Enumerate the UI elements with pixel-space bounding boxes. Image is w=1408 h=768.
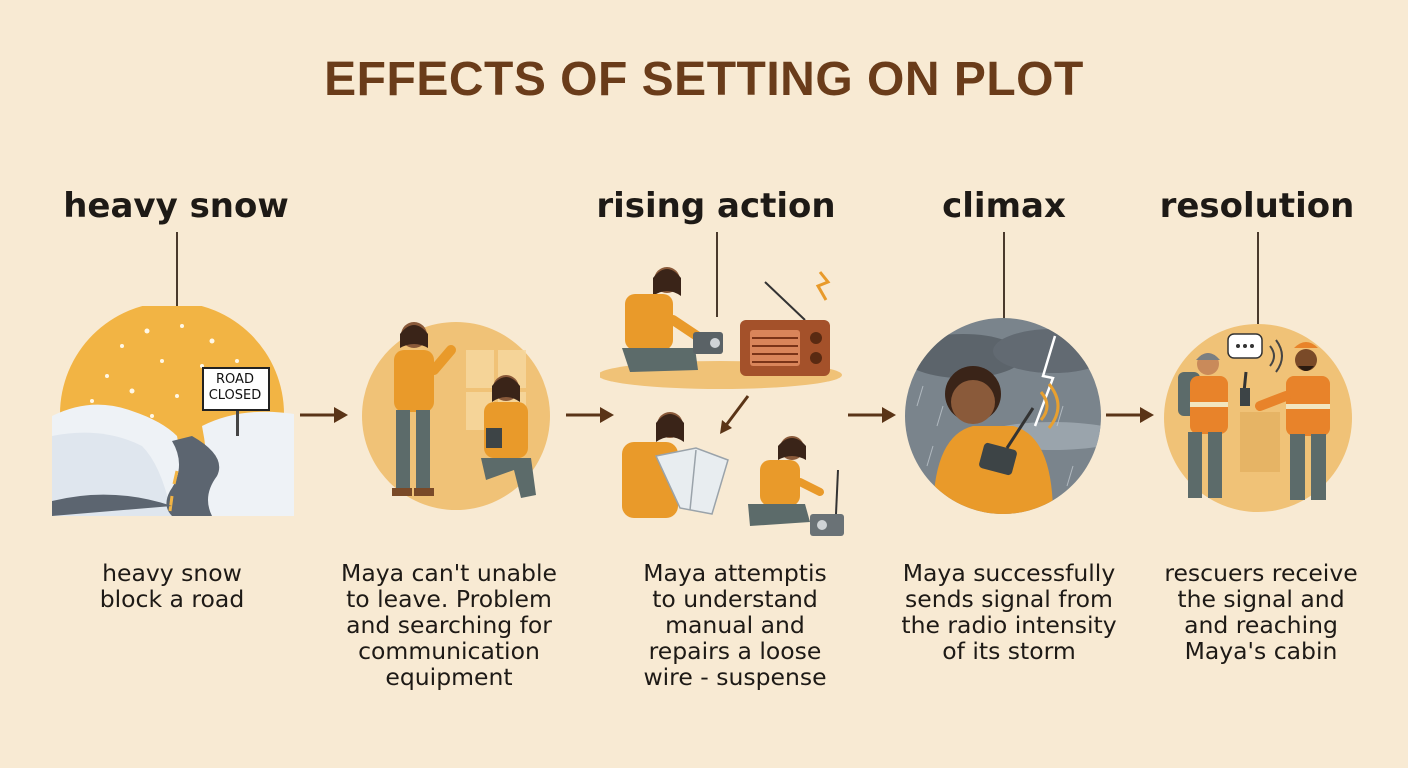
arrow-3	[846, 404, 898, 426]
snow-scene-illustration	[52, 306, 294, 516]
stage-label-rising-action: rising action	[596, 186, 836, 226]
storm-signal-illustration	[903, 316, 1103, 516]
arrow-1	[298, 404, 350, 426]
rescue-illustration	[1160, 322, 1356, 512]
caption-resolution: rescuers receive the signal and and reac…	[1164, 559, 1358, 665]
stage-label-climax: climax	[942, 186, 1066, 226]
leader-line-rising-action	[716, 232, 718, 317]
caption-problem: Maya can't unable to leave. Problem and …	[341, 559, 557, 691]
page-title: EFFECTS OF SETTING ON PLOT	[324, 53, 1084, 106]
caption-heavy-snow: heavy snow block a road	[99, 559, 245, 613]
stage-label-heavy-snow: heavy snow	[63, 186, 289, 226]
stage-label-resolution: resolution	[1159, 186, 1355, 226]
road-closed-sign-line1: ROAD	[216, 372, 254, 387]
radio-repair-illustration	[600, 260, 850, 540]
leader-line-heavy-snow	[176, 232, 178, 308]
caption-climax: Maya successfully sends signal from the …	[901, 559, 1117, 665]
road-closed-sign-line2: CLOSED	[208, 388, 262, 403]
leader-line-climax	[1003, 232, 1005, 324]
arrow-2	[564, 404, 616, 426]
road-closed-sign: ROAD CLOSED	[203, 372, 267, 404]
caption-rising-action: Maya attemptis to understand manual and …	[643, 559, 827, 691]
searching-illustration	[356, 320, 556, 510]
arrow-4	[1104, 404, 1156, 426]
leader-line-resolution	[1257, 232, 1259, 324]
